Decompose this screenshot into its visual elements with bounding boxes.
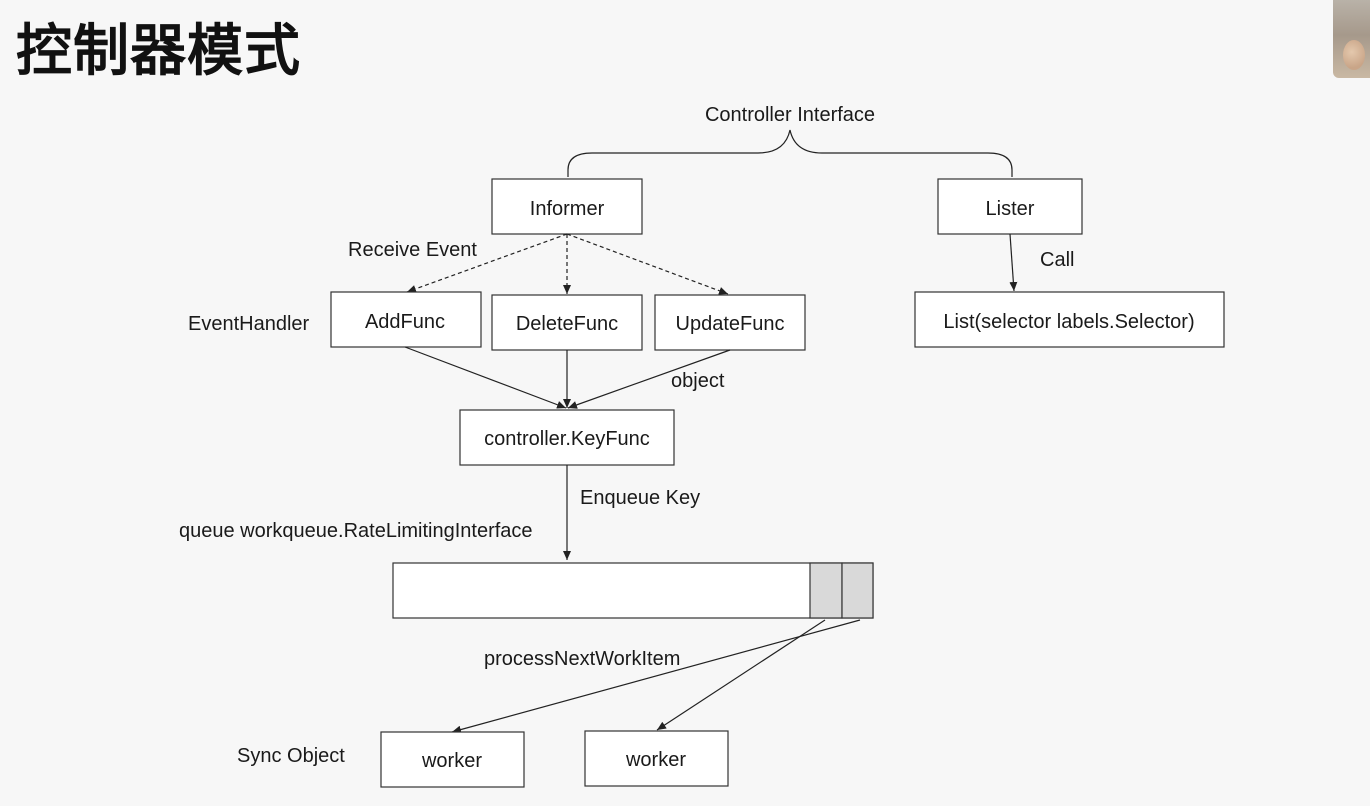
label-object: object xyxy=(671,370,725,392)
deletefunc-label: DeleteFunc xyxy=(516,313,618,335)
edge-queue-worker-1 xyxy=(451,619,861,734)
page-title: 控制器模式 xyxy=(16,19,301,84)
lister-box: Lister xyxy=(937,178,1083,235)
label-enqueue-key: Enqueue Key xyxy=(580,487,700,509)
controller-interface-brace xyxy=(567,129,1013,177)
worker-2-label: worker xyxy=(625,749,686,771)
informer-box: Informer xyxy=(491,178,643,235)
edge-informer-updatefunc xyxy=(566,233,729,295)
updatefunc-label: UpdateFunc xyxy=(676,313,785,335)
lister-label: Lister xyxy=(986,198,1035,220)
label-controller-interface: Controller Interface xyxy=(705,104,875,126)
label-call: Call xyxy=(1040,249,1074,271)
list-box: List(selector labels.Selector) xyxy=(914,291,1225,348)
deletefunc-box: DeleteFunc xyxy=(491,294,643,351)
presenter-face xyxy=(1343,40,1365,70)
worker-box-2: worker xyxy=(584,730,729,787)
addfunc-label: AddFunc xyxy=(365,311,445,333)
queue-item xyxy=(841,562,874,619)
edge-lister-list xyxy=(1009,233,1018,292)
label-queue: queue workqueue.RateLimitingInterface xyxy=(179,520,533,542)
keyfunc-box: controller.KeyFunc xyxy=(459,409,675,466)
updatefunc-box: UpdateFunc xyxy=(654,294,806,351)
edge-addfunc-keyfunc xyxy=(404,346,567,409)
edge-informer-addfunc xyxy=(406,233,568,293)
keyfunc-label: controller.KeyFunc xyxy=(484,428,650,450)
edge-queue-worker-2 xyxy=(656,619,826,731)
queue-item xyxy=(809,562,843,619)
work-queue xyxy=(392,562,874,619)
label-process-next-work-item: processNextWorkItem xyxy=(484,648,680,670)
label-sync-object: Sync Object xyxy=(237,745,345,767)
list-label: List(selector labels.Selector) xyxy=(943,311,1194,333)
worker-box-1: worker xyxy=(380,731,525,788)
edge-updatefunc-keyfunc xyxy=(567,349,731,409)
label-receive-event: Receive Event xyxy=(348,239,477,261)
label-event-handler: EventHandler xyxy=(188,313,310,335)
addfunc-box: AddFunc xyxy=(330,291,482,348)
informer-label: Informer xyxy=(530,198,605,220)
worker-1-label: worker xyxy=(421,750,482,772)
